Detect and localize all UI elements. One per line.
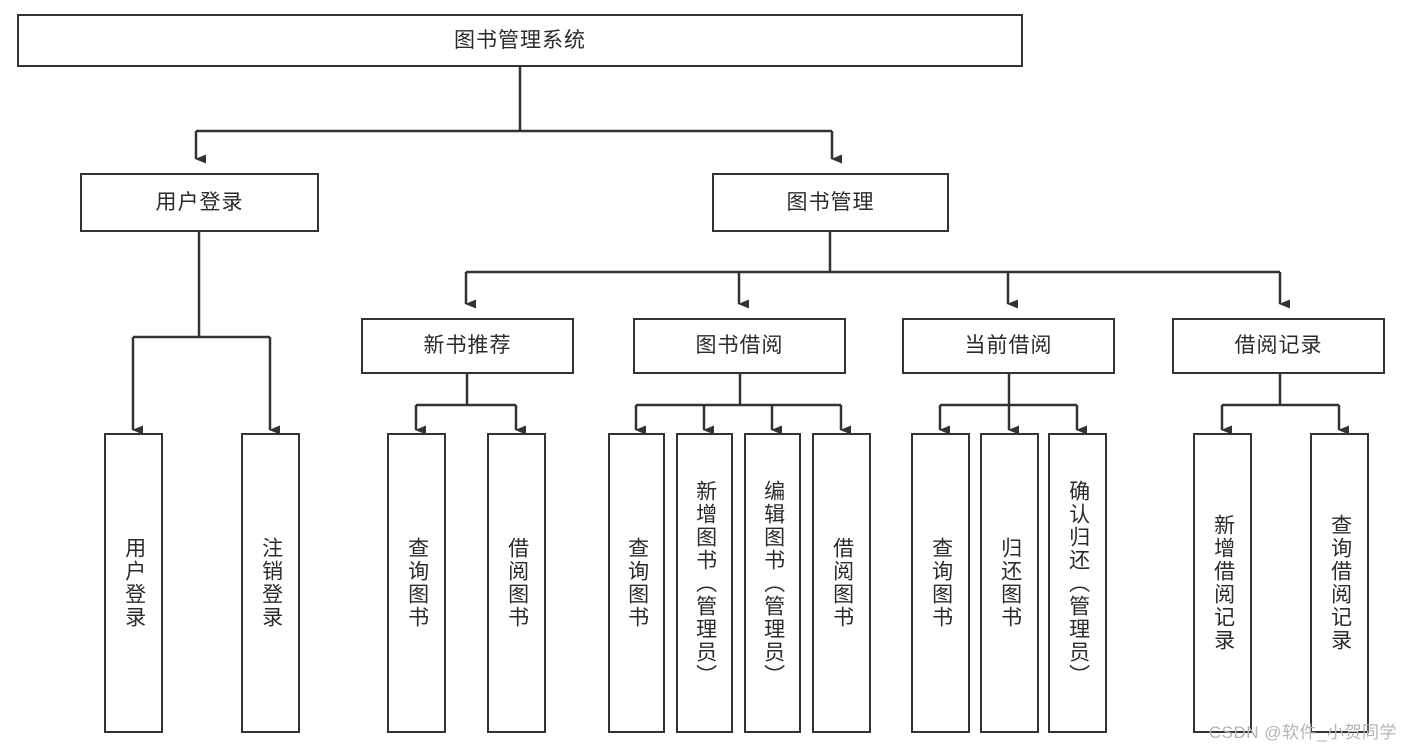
node-book-management-label: 图书管理 bbox=[786, 190, 875, 214]
node-borrow-record-label: 借阅记录 bbox=[1234, 334, 1323, 358]
node-leaf-confirm-return[interactable]: 确认归还（管理员） bbox=[1048, 433, 1107, 733]
node-book-management[interactable]: 图书管理 bbox=[712, 173, 949, 232]
node-leaf-borrow-book-2[interactable]: 借阅图书 bbox=[812, 433, 871, 733]
node-leaf-query-book-3-label: 查询图书 bbox=[929, 537, 953, 629]
node-leaf-user-login[interactable]: 用户登录 bbox=[104, 433, 163, 733]
node-borrow-record[interactable]: 借阅记录 bbox=[1172, 318, 1385, 374]
node-leaf-edit-book-label: 编辑图书（管理员） bbox=[761, 479, 785, 687]
node-leaf-return-book-label: 归还图书 bbox=[998, 537, 1022, 629]
node-leaf-user-login-label: 用户登录 bbox=[122, 537, 146, 629]
node-root[interactable]: 图书管理系统 bbox=[17, 14, 1023, 67]
node-current-borrow[interactable]: 当前借阅 bbox=[902, 318, 1115, 374]
node-leaf-query-record[interactable]: 查询借阅记录 bbox=[1310, 433, 1369, 733]
node-leaf-query-book-1[interactable]: 查询图书 bbox=[387, 433, 446, 733]
node-leaf-add-book[interactable]: 新增图书（管理员） bbox=[676, 433, 733, 733]
node-leaf-add-record[interactable]: 新增借阅记录 bbox=[1193, 433, 1252, 733]
node-leaf-return-book[interactable]: 归还图书 bbox=[980, 433, 1039, 733]
node-leaf-query-record-label: 查询借阅记录 bbox=[1328, 514, 1352, 652]
node-user-login-label: 用户登录 bbox=[155, 190, 244, 214]
node-leaf-query-book-2-label: 查询图书 bbox=[625, 537, 649, 629]
node-leaf-borrow-book-1[interactable]: 借阅图书 bbox=[487, 433, 546, 733]
node-leaf-borrow-book-1-label: 借阅图书 bbox=[505, 537, 529, 629]
node-leaf-query-book-3[interactable]: 查询图书 bbox=[911, 433, 970, 733]
node-new-book-recommend[interactable]: 新书推荐 bbox=[361, 318, 574, 374]
node-root-label: 图书管理系统 bbox=[454, 28, 586, 52]
node-leaf-user-logout[interactable]: 注销登录 bbox=[241, 433, 300, 733]
node-leaf-add-record-label: 新增借阅记录 bbox=[1211, 514, 1235, 652]
node-current-borrow-label: 当前借阅 bbox=[964, 334, 1053, 358]
csdn-watermark: CSDN @软件_小贺同学 bbox=[1208, 723, 1397, 742]
node-leaf-query-book-1-label: 查询图书 bbox=[405, 537, 429, 629]
node-leaf-borrow-book-2-label: 借阅图书 bbox=[830, 537, 854, 629]
node-user-login[interactable]: 用户登录 bbox=[80, 173, 319, 232]
node-leaf-edit-book[interactable]: 编辑图书（管理员） bbox=[744, 433, 801, 733]
node-book-borrow-label: 图书借阅 bbox=[695, 334, 784, 358]
node-leaf-user-logout-label: 注销登录 bbox=[259, 537, 283, 629]
node-leaf-confirm-return-label: 确认归还（管理员） bbox=[1066, 479, 1090, 687]
node-new-book-recommend-label: 新书推荐 bbox=[423, 334, 512, 358]
node-leaf-query-book-2[interactable]: 查询图书 bbox=[608, 433, 665, 733]
node-leaf-add-book-label: 新增图书（管理员） bbox=[693, 479, 717, 687]
node-book-borrow[interactable]: 图书借阅 bbox=[633, 318, 846, 374]
